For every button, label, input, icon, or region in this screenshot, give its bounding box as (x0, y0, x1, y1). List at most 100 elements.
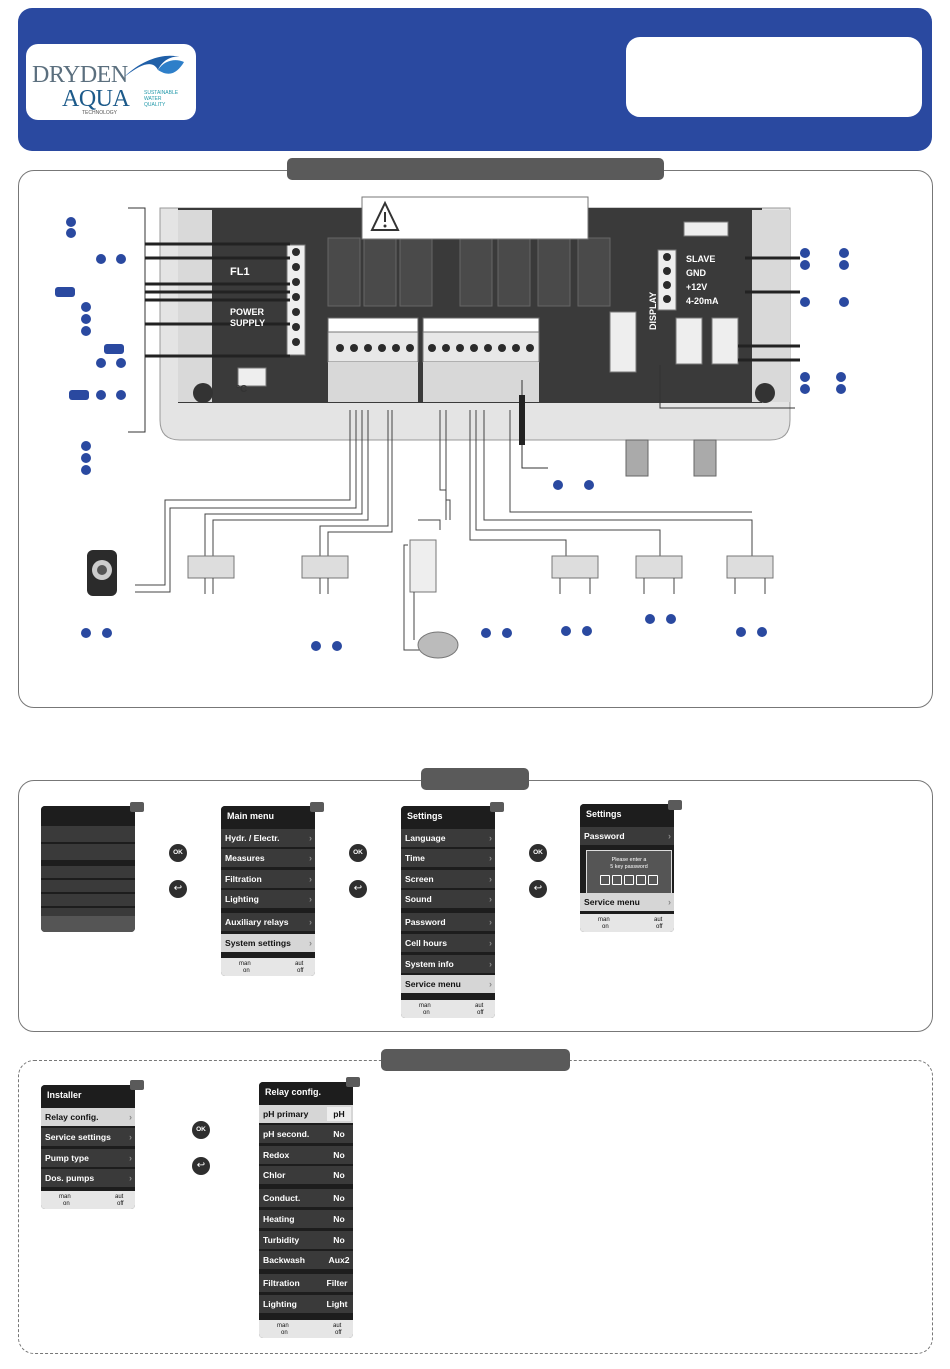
marker-dot (66, 217, 76, 227)
password-dialog[interactable]: Please enter a 5 key password (586, 850, 672, 894)
marker-dot (311, 641, 321, 651)
settings-item-service-menu[interactable]: Service menu› (401, 975, 495, 994)
marker-dot (800, 297, 810, 307)
main-menu-screen: Main menu Hydr. / Electr.› Measures› Fil… (221, 806, 315, 976)
back-button[interactable]: ↩ (192, 1157, 210, 1175)
back-button[interactable]: ↩ (349, 880, 367, 898)
settings-item-password[interactable]: Password› (401, 913, 495, 932)
password-screen-title: Settings (580, 804, 674, 824)
settings-item-cell-hours[interactable]: Cell hours› (401, 933, 495, 952)
installer-item-service-settings[interactable]: Service settings› (41, 1128, 135, 1147)
label-4-20ma: 4-20mA (686, 296, 719, 306)
settings-item-system-info[interactable]: System info› (401, 954, 495, 973)
marker-dot (561, 626, 571, 636)
marker-dot (116, 254, 126, 264)
marker-tag (55, 287, 75, 297)
screen-corner-tag (668, 800, 682, 810)
relay-config-title: Relay config. (259, 1082, 353, 1102)
back-button[interactable]: ↩ (169, 880, 187, 898)
marker-dot (81, 326, 91, 336)
menu-section-bar (421, 768, 529, 790)
password-screen: Settings Password› Please enter a 5 key … (580, 804, 674, 932)
ok-button[interactable]: OK (529, 844, 547, 862)
label-power-supply: POWER SUPPLY (230, 307, 266, 328)
relay-row-ph-second[interactable]: pH second.No (259, 1125, 353, 1144)
settings-item-language[interactable]: Language› (401, 828, 495, 847)
marker-dot (81, 465, 91, 475)
pw-item-password[interactable]: Password› (580, 826, 674, 845)
marker-dot (645, 614, 655, 624)
marker-tag (104, 344, 124, 354)
installer-title: Installer (41, 1085, 135, 1105)
menu-item-system-settings[interactable]: System settings› (221, 933, 315, 952)
marker-dot (66, 228, 76, 238)
logo-text-dryden: DRYDEN (32, 62, 128, 88)
settings-item-screen[interactable]: Screen› (401, 869, 495, 888)
dryden-aqua-logo: DRYDEN AQUA TECHNOLOGY SUSTAINABLE WATER… (26, 44, 196, 120)
ok-button[interactable]: OK (192, 1121, 210, 1139)
menu-item-auxiliary-relays[interactable]: Auxiliary relays› (221, 913, 315, 932)
marker-dot (332, 641, 342, 651)
menu-item-measures[interactable]: Measures› (221, 849, 315, 868)
wiring-section-bar (287, 158, 664, 180)
installer-item-relay-config[interactable]: Relay config.› (41, 1107, 135, 1126)
home-screen (41, 806, 135, 932)
marker-dot (81, 628, 91, 638)
screen-footer: man on aut off (41, 1191, 135, 1209)
relay-row-conduct[interactable]: Conduct.No (259, 1189, 353, 1208)
marker-dot (96, 358, 106, 368)
marker-dot (582, 626, 592, 636)
screen-footer: man on aut off (401, 1000, 495, 1018)
marker-dot (96, 390, 106, 400)
menu-item-filtration[interactable]: Filtration› (221, 869, 315, 888)
header-info-box (626, 37, 922, 117)
screen-footer: man on aut off (259, 1320, 353, 1338)
marker-dot (81, 302, 91, 312)
screen-footer: man on aut off (221, 958, 315, 976)
logo-text-technology: TECHNOLOGY (82, 110, 118, 116)
marker-dot (736, 627, 746, 637)
marker-dot (116, 390, 126, 400)
installer-section-bar (381, 1049, 570, 1071)
marker-dot (836, 372, 846, 382)
ok-button[interactable]: OK (169, 844, 187, 862)
screen-corner-tag (346, 1077, 360, 1087)
marker-dot (81, 441, 91, 451)
marker-dot (553, 480, 563, 490)
marker-dot (584, 480, 594, 490)
marker-dot (116, 358, 126, 368)
menu-item-lighting[interactable]: Lighting› (221, 890, 315, 909)
settings-item-sound[interactable]: Sound› (401, 890, 495, 909)
installer-item-dos-pumps[interactable]: Dos. pumps› (41, 1169, 135, 1188)
marker-tag (69, 390, 89, 400)
label-fl1: FL1 (230, 266, 250, 278)
marker-dot (800, 260, 810, 270)
screen-corner-tag (310, 802, 324, 812)
back-arrow-icon: ↩ (173, 883, 183, 894)
wave-icon (123, 55, 184, 78)
password-keys[interactable] (587, 875, 671, 888)
logo-text-aqua: AQUA (62, 86, 130, 112)
pw-item-service-menu[interactable]: Service menu› (580, 892, 674, 911)
installer-item-pump-type[interactable]: Pump type› (41, 1148, 135, 1167)
settings-item-time[interactable]: Time› (401, 849, 495, 868)
main-menu-title: Main menu (221, 806, 315, 826)
menu-item-hydr[interactable]: Hydr. / Electr.› (221, 828, 315, 847)
ok-button[interactable]: OK (349, 844, 367, 862)
label-temp: °C (236, 384, 248, 395)
marker-dot (757, 627, 767, 637)
marker-dot (800, 372, 810, 382)
marker-dot (502, 628, 512, 638)
back-button[interactable]: ↩ (529, 880, 547, 898)
settings-screen: Settings Language› Time› Screen› Sound› … (401, 806, 495, 1018)
marker-dot (481, 628, 491, 638)
label-12v: +12V (686, 282, 708, 292)
